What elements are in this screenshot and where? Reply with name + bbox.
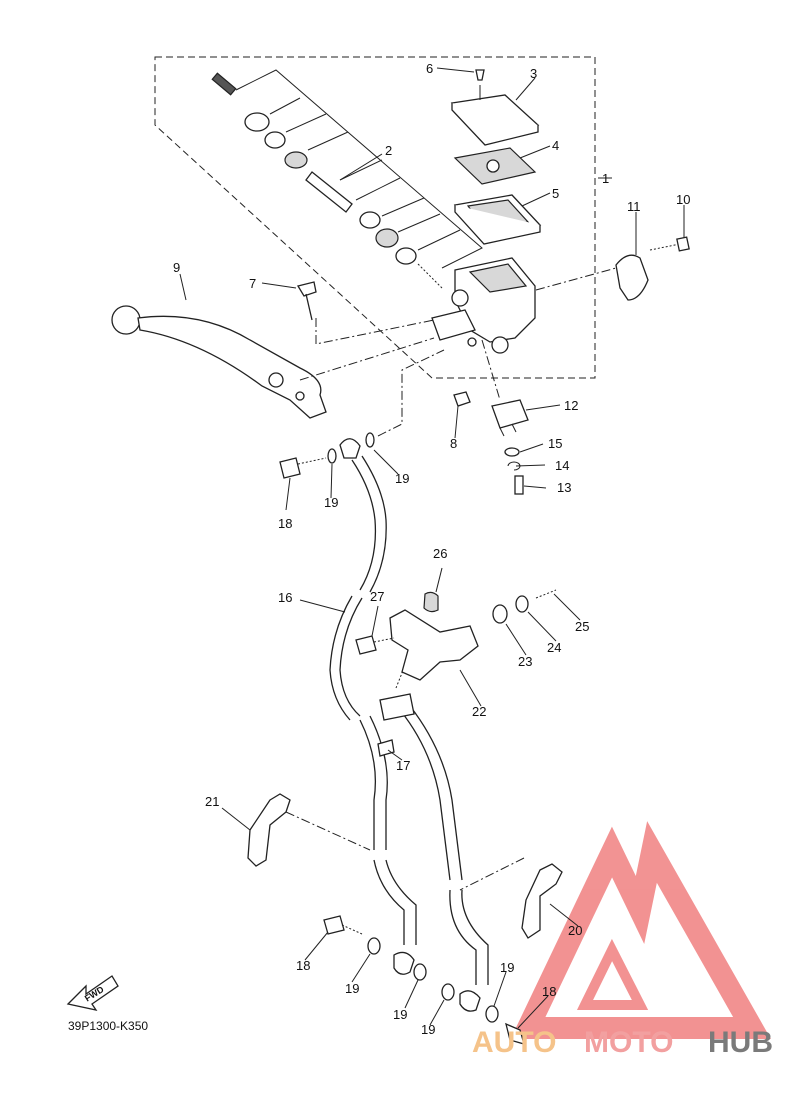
callout-24: 24 xyxy=(547,640,561,655)
callout-10: 10 xyxy=(676,192,690,207)
callout-1: 1 xyxy=(602,171,609,186)
lever-nut xyxy=(453,391,471,407)
callout-26: 26 xyxy=(433,546,447,561)
callout-21: 21 xyxy=(205,794,219,809)
callout-6: 6 xyxy=(426,61,433,76)
alignment-lines xyxy=(285,267,617,891)
piston-kit xyxy=(211,69,483,289)
master-cylinder-body xyxy=(431,257,536,354)
callout-18-lower-right: 18 xyxy=(542,984,556,999)
callout-5: 5 xyxy=(552,186,559,201)
callout-7: 7 xyxy=(249,276,256,291)
callout-20: 20 xyxy=(568,923,582,938)
watermark-auto: AUTO xyxy=(472,1026,556,1059)
brake-lever xyxy=(111,305,327,419)
reservoir-parts xyxy=(450,69,542,245)
callout-9: 9 xyxy=(173,260,180,275)
lever-screw xyxy=(296,281,317,321)
callout-labels: 1 2 3 4 5 6 7 8 9 10 11 12 13 14 15 16 1… xyxy=(173,61,690,1037)
callout-3: 3 xyxy=(530,66,537,81)
callout-27: 27 xyxy=(370,589,384,604)
leader-lines xyxy=(179,67,685,1029)
callout-18-lower-left: 18 xyxy=(296,958,310,973)
callout-25: 25 xyxy=(575,619,589,634)
callout-4: 4 xyxy=(552,138,559,153)
callout-19-c: 19 xyxy=(345,981,359,996)
callout-22: 22 xyxy=(472,704,486,719)
callout-17: 17 xyxy=(396,758,410,773)
union-bolt-lower-right xyxy=(441,983,525,1045)
brake-switch xyxy=(491,399,529,495)
callout-11: 11 xyxy=(627,199,641,214)
watermark-moto: MOTO xyxy=(584,1026,673,1059)
fwd-arrow-icon: FWD xyxy=(66,975,119,1011)
brake-hose xyxy=(329,455,489,985)
callout-13: 13 xyxy=(557,480,571,495)
hose-joint xyxy=(377,667,415,757)
diagram-code: 39P1300-K350 xyxy=(68,1019,148,1033)
union-bolt-lower-left xyxy=(323,915,427,981)
callout-19-e: 19 xyxy=(421,1022,435,1037)
assembly-boundary xyxy=(154,56,596,379)
callout-8: 8 xyxy=(450,436,457,451)
hose-bracket xyxy=(355,589,557,681)
watermark-logo xyxy=(510,821,771,1039)
watermark-text: AUTO MOTO HUB xyxy=(472,1026,773,1059)
callout-19-d: 19 xyxy=(393,1007,407,1022)
callout-18-upper: 18 xyxy=(278,516,292,531)
callout-23: 23 xyxy=(518,654,532,669)
hose-guide-left xyxy=(247,793,291,867)
callout-15: 15 xyxy=(548,436,562,451)
watermark-hub: HUB xyxy=(708,1026,773,1059)
callout-19-f: 19 xyxy=(500,960,514,975)
callout-12: 12 xyxy=(564,398,578,413)
callout-14: 14 xyxy=(555,458,569,473)
clamp-holder xyxy=(615,236,690,301)
callout-16: 16 xyxy=(278,590,292,605)
callout-19-b: 19 xyxy=(395,471,409,486)
callout-19-a: 19 xyxy=(324,495,338,510)
union-bolt-upper xyxy=(279,432,375,479)
callout-2: 2 xyxy=(385,143,392,158)
hose-guide-right xyxy=(521,863,563,939)
